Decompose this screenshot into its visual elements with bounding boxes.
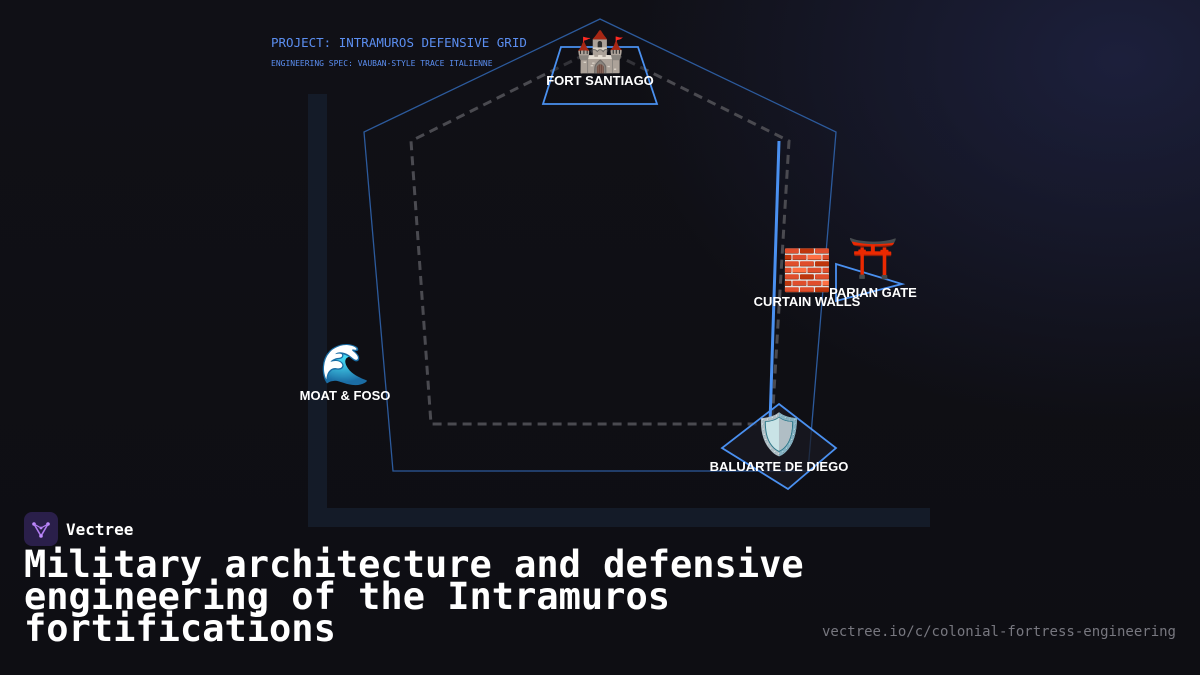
- parian-gate-outline: [835, 262, 906, 303]
- outer-trace-outline: [363, 18, 837, 472]
- vectree-logo-icon: [24, 512, 58, 546]
- spec-subtitle: ENGINEERING SPEC: VAUBAN-STYLE TRACE ITA…: [271, 59, 493, 68]
- curtain-walls-label: CURTAIN WALLS: [754, 294, 861, 309]
- fort-santiago-label: FORT SANTIAGO: [546, 73, 654, 88]
- torii-gate-icon: ⛩️: [848, 236, 898, 282]
- parian-gate-label: PARIAN GATE: [829, 285, 917, 300]
- brick-wall-icon: 🧱: [782, 247, 832, 294]
- inner-dashed-trace: [409, 45, 791, 426]
- brand: Vectree: [24, 512, 133, 546]
- baluarte-de-diego-label: BALUARTE DE DIEGO: [710, 459, 849, 474]
- shield-icon: 🛡️: [754, 411, 804, 458]
- source-url: vectree.io/c/colonial-fortress-engineeri…: [821, 624, 1176, 640]
- frame-bar-vertical: [308, 94, 327, 527]
- fort-santiago-outline: [541, 46, 659, 105]
- page-title: Military architecture and defensive engi…: [24, 543, 804, 650]
- baluarte-outline: [720, 402, 838, 491]
- wave-icon: 🌊: [320, 341, 370, 388]
- connector-line: [768, 140, 781, 424]
- castle-icon: 🏰: [575, 29, 625, 75]
- brand-name: Vectree: [66, 519, 134, 539]
- frame-bar-horizontal: [308, 508, 930, 527]
- project-title: PROJECT: INTRAMUROS DEFENSIVE GRID: [271, 35, 527, 50]
- moat-foso-label: MOAT & FOSO: [300, 388, 391, 403]
